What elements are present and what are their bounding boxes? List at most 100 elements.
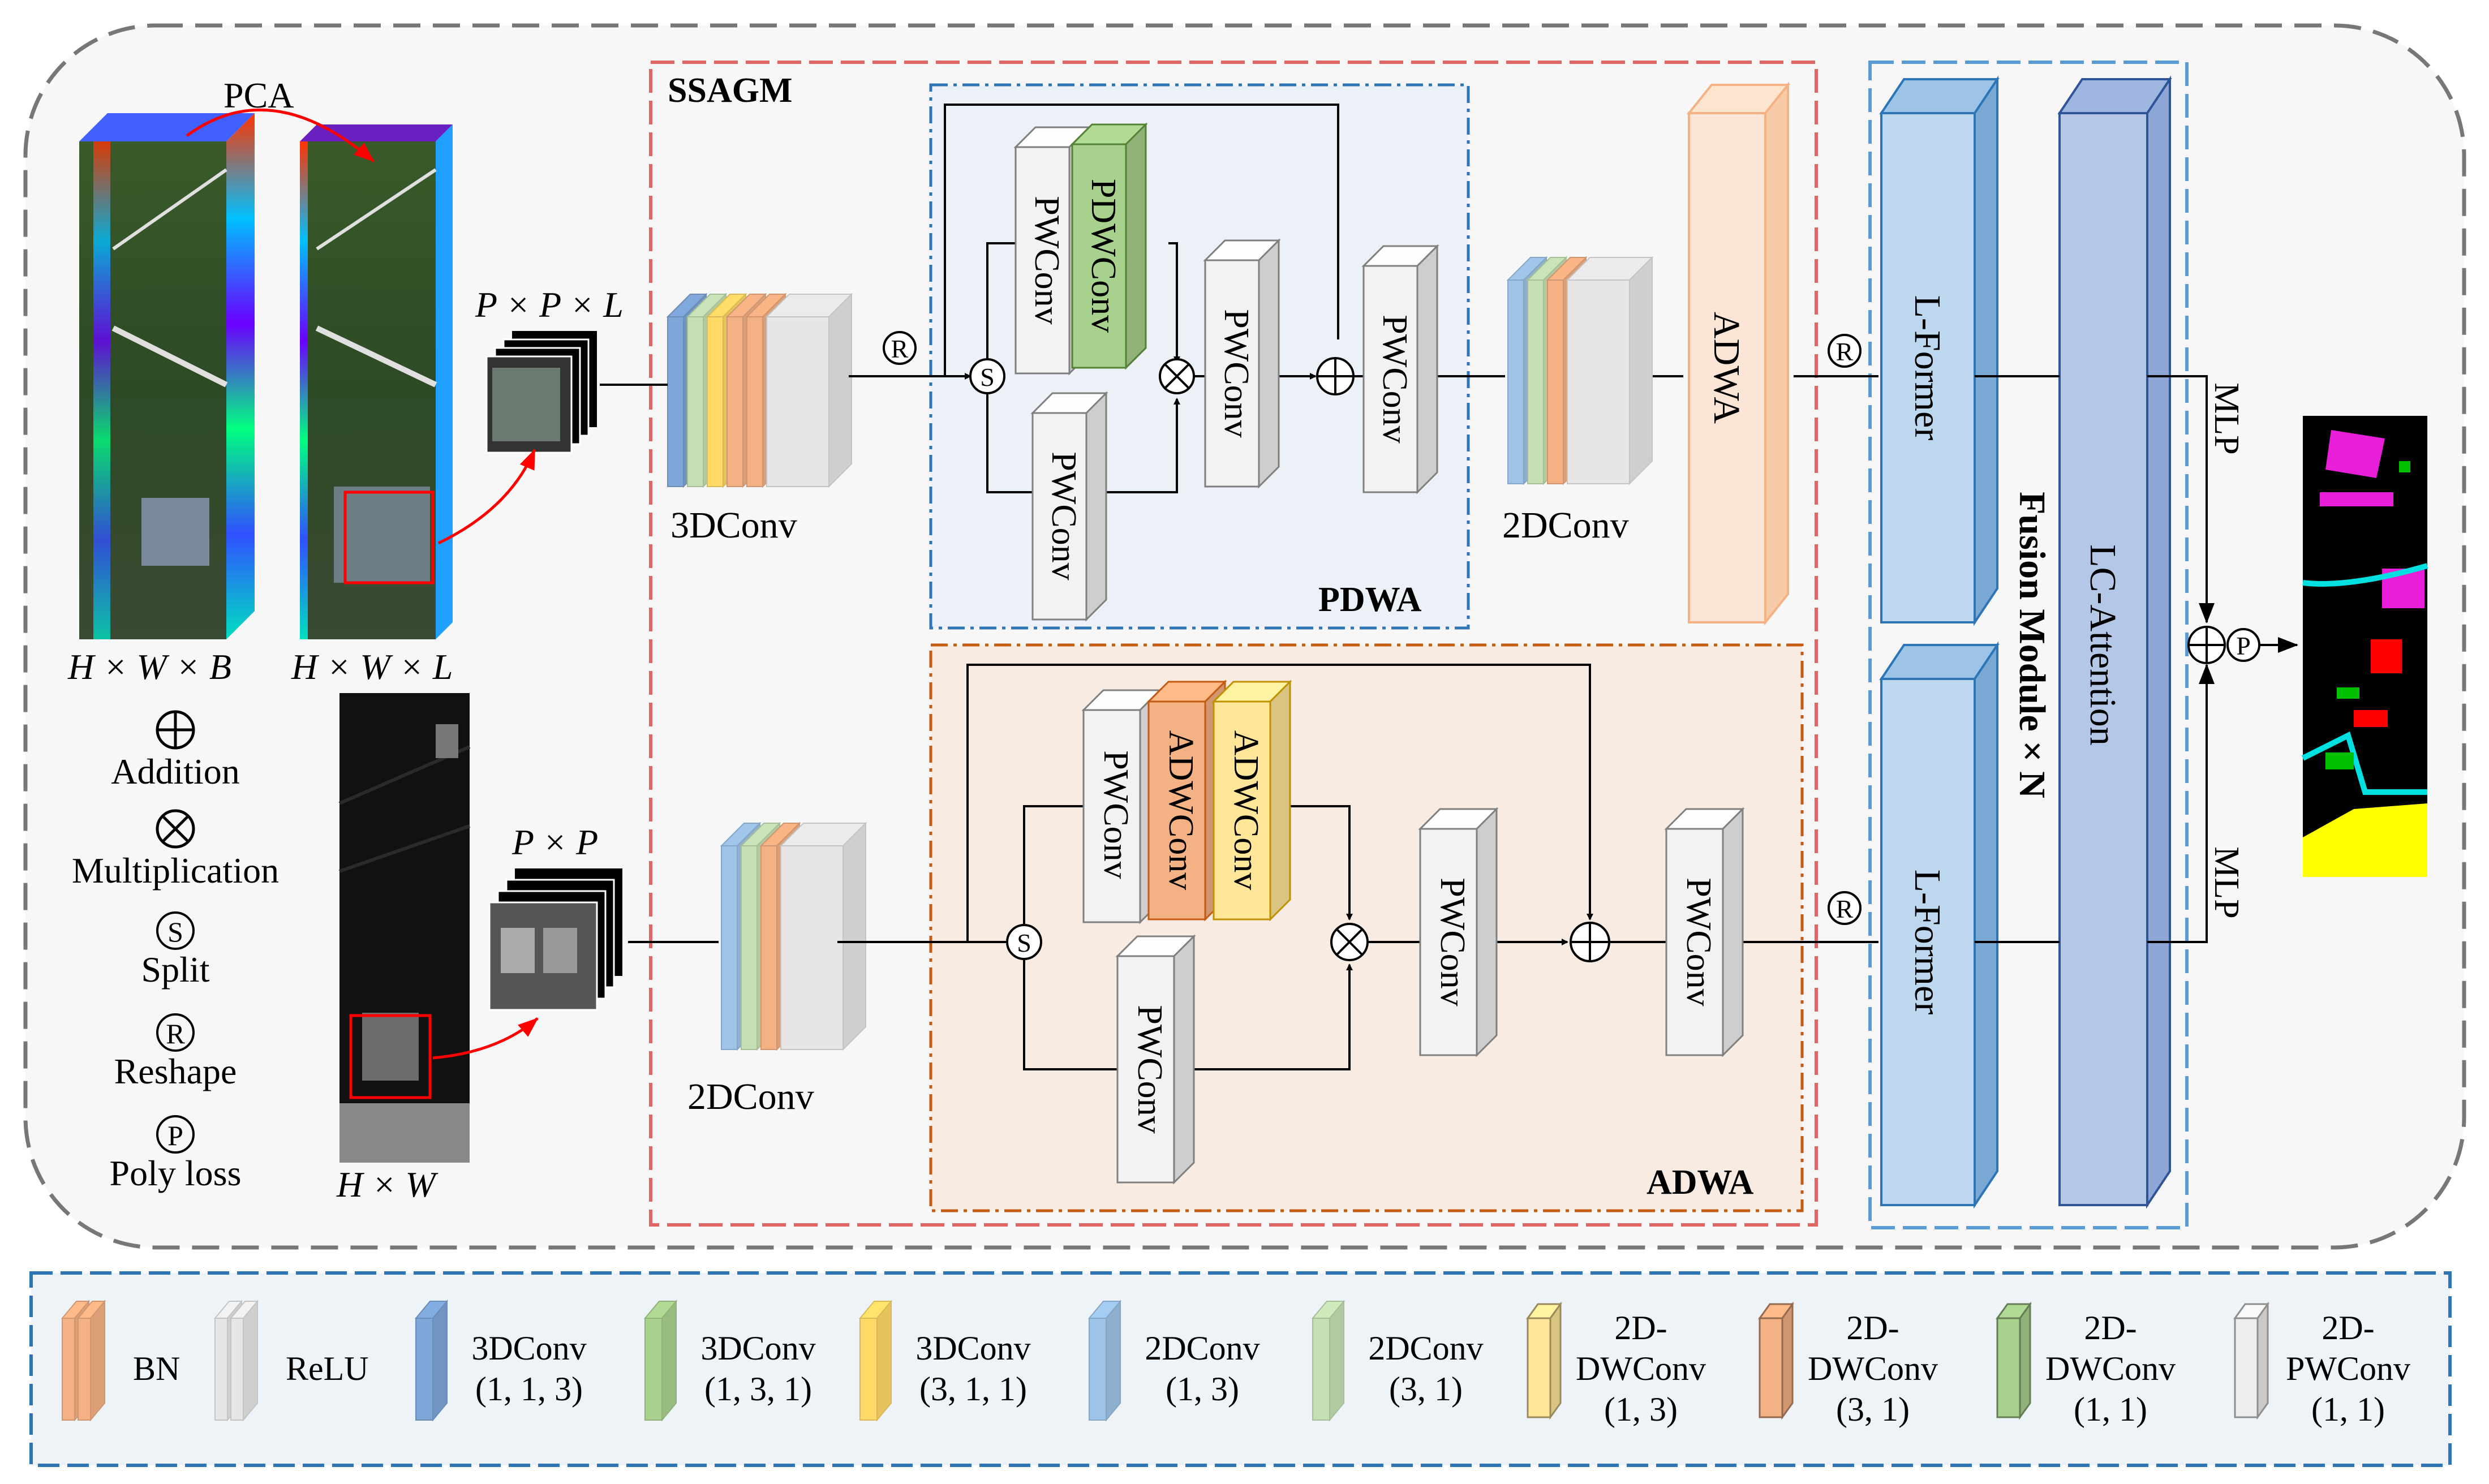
key-addition: Addition: [111, 751, 240, 792]
pca-patch-marker: [343, 491, 435, 584]
pdwa-pdwconv-label: PDWConv: [1084, 179, 1123, 333]
legend-label-10-0: 2D-: [2322, 1309, 2374, 1347]
adwa-adwconv-2-label: ADWConv: [1227, 730, 1265, 890]
hsi-dim-label: H × W × B: [67, 647, 231, 687]
add-node-final: [2187, 626, 2226, 664]
conv3d-label: 3DConv: [670, 505, 797, 546]
pdwa-pwconv-3-label: PWConv: [1217, 309, 1256, 437]
multiply-node-top: [1159, 358, 1195, 394]
legend-label-6-0: 2DConv: [1368, 1330, 1483, 1367]
legend-label-3-1: (1, 3, 1): [704, 1370, 812, 1408]
legend-item-6: 2DConv(3, 1): [1311, 1300, 1484, 1422]
split-node-bottom-label: S: [1017, 928, 1031, 957]
key-poly: Poly loss: [110, 1153, 242, 1193]
multiply-node-bottom: [1330, 923, 1369, 961]
legend-label-9-0: 2D-: [2084, 1309, 2137, 1347]
legend-item-2: 3DConv(1, 1, 3): [414, 1300, 587, 1422]
lformer-top-label: L-Former: [1907, 295, 1948, 441]
conv3d-slab-5: [765, 293, 853, 488]
skip-line-top: [944, 104, 1339, 376]
legend-label-6-1: (3, 1): [1389, 1370, 1463, 1408]
legend-label-9-1: DWConv: [2045, 1350, 2176, 1387]
key-reshape: Reshape: [114, 1051, 237, 1091]
legend-label-0-0: BN: [133, 1350, 180, 1387]
reshape-node-bottom: [1828, 891, 1862, 925]
fusion-module-label: Fusion Module × N: [2011, 492, 2053, 798]
pdwa-pwconv-2: [1030, 391, 1108, 622]
legend-label-2-0: 3DConv: [471, 1330, 586, 1367]
legend-label-7-1: DWConv: [1576, 1350, 1706, 1387]
fusion-box: [1868, 61, 2189, 1229]
hsi-patch-stack: [485, 331, 597, 454]
key-reshape-glyph: R: [166, 1018, 185, 1049]
adwa-pwconv-4-label: PWConv: [1679, 878, 1718, 1006]
flow-line: [1168, 242, 1180, 363]
pdwa-pwconv-4: [1361, 244, 1439, 494]
skip-line-bottom: [966, 664, 1593, 942]
pdwa-pwconv-1-label: PWConv: [1028, 196, 1066, 324]
mlp-top-line: [2147, 375, 2215, 623]
lformer-top: [1879, 75, 2000, 626]
legend-label-8-2: (3, 1): [1836, 1391, 1910, 1428]
flow-line: [1023, 959, 1117, 1070]
legend-item-9: 2D-DWConv(1, 1): [1996, 1301, 2176, 1428]
reshape-node-top: [883, 331, 917, 365]
flow-line: [1023, 805, 1084, 925]
flow-line: [1106, 398, 1180, 493]
split-node-top-label: S: [980, 363, 995, 392]
lidar-patch-label: P × P: [511, 822, 598, 862]
key-split-glyph: S: [167, 916, 183, 948]
legend-label-5-1: (1, 3): [1166, 1370, 1239, 1408]
legend-item-10: 2D-PWConv (1, 1): [2233, 1301, 2410, 1428]
legend-label-10-1: PWConv: [2286, 1350, 2410, 1387]
legend-label-1-0: ReLU: [286, 1350, 369, 1387]
legend-item-0: BN: [61, 1300, 180, 1422]
lidar-patch-marker: [349, 1014, 432, 1099]
legend-item-3: 3DConv(1, 3, 1): [643, 1300, 816, 1422]
lc-attention-block: [2057, 75, 2172, 1209]
pdwa-title: PDWA: [1318, 580, 1422, 619]
adwa-pwconv-1-label: PWConv: [1097, 750, 1135, 879]
hsi-patch-arrow: [437, 449, 536, 545]
key-split: Split: [141, 949, 210, 990]
conv2dStackT-slab-3: [1566, 256, 1654, 485]
adwa-pwconv-2-label: PWConv: [1130, 1005, 1169, 1133]
legend-item-5: 2DConv(1, 3): [1087, 1300, 1260, 1422]
legend-item-1: ReLU: [213, 1300, 369, 1422]
lformer-bottom: [1879, 641, 2000, 1209]
adwa-pwconv-3: [1418, 807, 1499, 1057]
legend-label-3-0: 3DConv: [700, 1330, 815, 1367]
legend-label-4-1: (3, 1, 1): [919, 1370, 1027, 1408]
legend-label-8-0: 2D-: [1846, 1309, 1899, 1347]
adwa-block: [1686, 81, 1791, 626]
pca-cube: [300, 124, 453, 639]
pdwa-pwconv-2-label: PWConv: [1044, 451, 1083, 580]
adwa-pwconv-4: [1664, 807, 1745, 1057]
key-multiplication: Multiplication: [72, 850, 279, 891]
flow-line: [1191, 963, 1353, 1070]
adwa-box: [929, 643, 1804, 1212]
lidar-patch-arrow: [432, 1017, 539, 1060]
legend-label-10-2: (1, 1): [2311, 1391, 2385, 1428]
pca-arrow: [186, 108, 375, 162]
lidar-patch-stack: [488, 868, 622, 1011]
legend-item-8: 2D-DWConv(3, 1): [1758, 1301, 1938, 1428]
conv2d-label-top: 2DConv: [1502, 505, 1629, 546]
add-node-top: [1316, 357, 1355, 395]
mlp-top-label: MLP: [2207, 382, 2246, 454]
mlp-bottom-label: MLP: [2207, 846, 2246, 918]
lc-attention-label: LC-Attention: [2082, 544, 2123, 746]
lidar-dim-label: H × W: [336, 1164, 439, 1205]
pdwa-pwconv-3: [1203, 238, 1281, 489]
legend-label-5-0: 2DConv: [1145, 1330, 1259, 1367]
legend-label-7-0: 2D-: [1614, 1309, 1667, 1347]
conv2d-stack-bottom: [720, 821, 867, 1051]
legend-label-4-0: 3DConv: [915, 1330, 1030, 1367]
pca-dim-label: H × W × L: [291, 647, 453, 687]
symbol-key: Addition Multiplication S Split R Reshap…: [72, 710, 279, 1193]
adwa-pwconv-2: [1115, 934, 1196, 1185]
conv3d-stack: [666, 293, 853, 488]
